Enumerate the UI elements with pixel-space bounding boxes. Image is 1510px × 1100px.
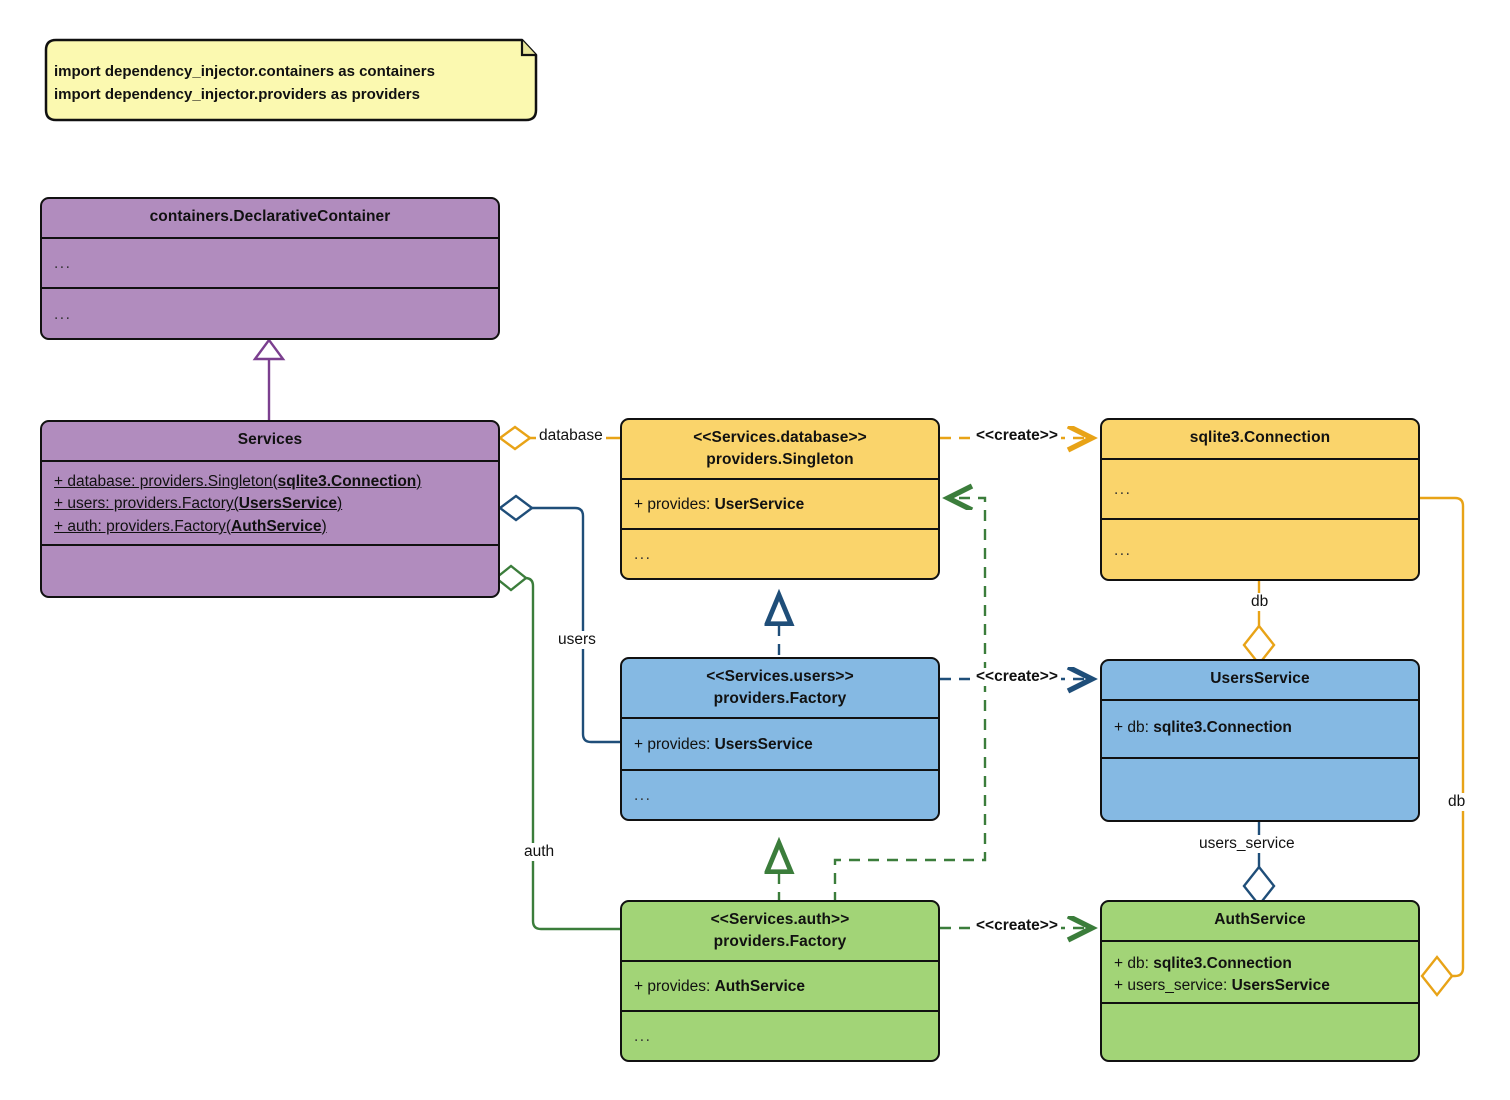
edge-label-auth: auth: [521, 843, 558, 861]
class-services-database[interactable]: <<Services.database>> providers.Singleto…: [620, 418, 940, 580]
class-attributes-users-service: + db: sqlite3.Connection: [1102, 701, 1418, 759]
class-attributes-services: + database: providers.Singleton(sqlite3.…: [42, 462, 498, 546]
class-attributes-auth-service: + db: sqlite3.Connection + users_service…: [1102, 942, 1418, 1004]
class-title-services: Services: [42, 422, 498, 462]
classname-services-users: providers.Factory: [713, 690, 847, 708]
attribute-db: + db: sqlite3.Connection: [1114, 719, 1292, 736]
class-services-users[interactable]: <<Services.users>> providers.Factory + p…: [620, 657, 940, 821]
class-methods-services-auth: ...: [634, 1028, 652, 1045]
note-shape: [44, 38, 538, 122]
stereotype-services-users: <<Services.users>>: [706, 668, 854, 685]
edge-label-db-users-service: db: [1248, 593, 1272, 611]
edge-inheritance-container: [252, 337, 286, 420]
edge-label-users-service: users_service: [1196, 835, 1298, 853]
attribute-database: + database: providers.Singleton(sqlite3.…: [54, 473, 422, 490]
class-sqlite3-connection[interactable]: sqlite3.Connection ... ...: [1100, 418, 1420, 581]
edge-users-aggregation: [498, 494, 620, 744]
attribute-auth: + auth: providers.Factory(AuthService): [54, 517, 327, 535]
class-title-services-users: <<Services.users>> providers.Factory: [622, 659, 938, 719]
edge-label-create-database: <<create>>: [973, 427, 1061, 445]
attribute-users-service: + users_service: UsersService: [1114, 977, 1330, 995]
edge-label-db-auth-service: db: [1445, 793, 1469, 811]
class-methods-services-users: ...: [634, 787, 652, 804]
class-title-users-service: UsersService: [1102, 661, 1418, 701]
class-title-sqlite3-connection: sqlite3.Connection: [1102, 420, 1418, 460]
class-attributes-sqlite3-connection: ...: [1102, 460, 1418, 520]
edge-label-create-users: <<create>>: [973, 668, 1061, 686]
class-services[interactable]: Services + database: providers.Singleton…: [40, 420, 500, 598]
class-attributes-declarative-container: ...: [42, 239, 498, 289]
class-methods-users-service: [1102, 759, 1418, 820]
edge-label-users: users: [555, 631, 599, 649]
stereotype-services-auth: <<Services.auth>>: [710, 911, 850, 928]
class-title-services-database: <<Services.database>> providers.Singleto…: [622, 420, 938, 480]
note-text: import dependency_injector.containers as…: [54, 63, 435, 104]
attribute-db: + db: sqlite3.Connection: [1114, 955, 1292, 972]
edge-auth-aggregation: [494, 564, 620, 931]
class-title-auth-service: AuthService: [1102, 902, 1418, 942]
class-attributes-services-auth: + provides: AuthService: [622, 962, 938, 1012]
class-attributes-services-users: + provides: UsersService: [622, 719, 938, 771]
attribute-users: + users: providers.Factory(UsersService): [54, 495, 343, 513]
edge-label-database: database: [536, 427, 606, 445]
stereotype-services-database: <<Services.database>>: [693, 429, 867, 446]
class-methods-sqlite3-connection: ...: [1114, 542, 1132, 559]
classname-services-database: providers.Singleton: [706, 451, 854, 469]
class-users-service[interactable]: UsersService + db: sqlite3.Connection: [1100, 659, 1420, 822]
class-methods-declarative-container: ...: [54, 306, 72, 323]
class-services-auth[interactable]: <<Services.auth>> providers.Factory + pr…: [620, 900, 940, 1062]
edge-label-create-auth: <<create>>: [973, 917, 1061, 935]
class-methods-services-database: ...: [634, 546, 652, 563]
class-title-services-auth: <<Services.auth>> providers.Factory: [622, 902, 938, 962]
edge-db-auth-service: [1420, 496, 1465, 997]
class-methods-services: [42, 546, 498, 596]
import-note: import dependency_injector.containers as…: [40, 38, 540, 122]
class-methods-auth-service: [1102, 1004, 1418, 1060]
class-declarative-container[interactable]: containers.DeclarativeContainer ... ...: [40, 197, 500, 340]
class-auth-service[interactable]: AuthService + db: sqlite3.Connection + u…: [1100, 900, 1420, 1062]
class-title-declarative-container: containers.DeclarativeContainer: [42, 199, 498, 239]
class-attributes-services-database: + provides: UserService: [622, 480, 938, 530]
classname-services-auth: providers.Factory: [713, 933, 847, 951]
